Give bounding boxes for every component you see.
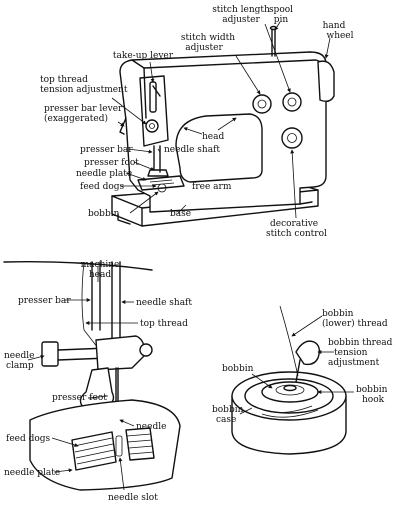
tension-dial — [145, 119, 159, 133]
label-stitch-width-2: adjuster — [185, 43, 223, 53]
label-presser-bar-lever-1: presser bar lever — [44, 104, 123, 114]
label-needle-plate: needle plate — [4, 468, 60, 478]
label-hand-wheel-2: wheel — [326, 31, 353, 41]
label-head: head — [202, 132, 224, 142]
label-feed-dogs-top: feed dogs — [80, 182, 125, 192]
label-bobbin-tension-1: bobbin thread — [328, 338, 393, 348]
label-bobbin-top: bobbin — [88, 209, 120, 219]
bobbin-labels: bobbin (lower) thread bobbin thread tens… — [212, 309, 393, 425]
label-presser-bar-lever-2: (exaggerated) — [44, 113, 108, 124]
label-bobbin-tension-3: adjustment — [328, 358, 380, 368]
label-decorative-1: decorative — [270, 219, 318, 229]
label-bobbin-lower-1: bobbin — [322, 309, 354, 319]
label-bobbin-case-2: case — [216, 415, 236, 425]
label-machine-head-2: head — [89, 270, 111, 280]
hand-wheel — [317, 60, 335, 103]
stitch-width-dial — [252, 94, 272, 114]
label-spool-pin-2: pin — [274, 15, 289, 25]
feed-dogs — [71, 427, 155, 471]
clamp-screw — [139, 343, 153, 357]
needle-detail-illustration — [3, 260, 181, 491]
label-bobbin-tension-2: tension — [334, 348, 368, 358]
label-stitch-length-1: stitch length — [212, 5, 270, 15]
label-bobbin-hook-2: hook — [362, 395, 385, 405]
hand — [295, 340, 321, 366]
needle-clamp — [41, 341, 59, 367]
label-base: base — [170, 209, 191, 219]
label-needle-clamp-1: needle — [4, 351, 34, 361]
top-labels: spool pin stitch length adjuster hand wh… — [40, 5, 354, 239]
label-hand-wheel-1: hand — [323, 21, 346, 31]
label-presser-bar-top: presser bar — [80, 145, 133, 155]
label-feed-dogs: feed dogs — [6, 434, 51, 444]
free-arm-opening — [175, 113, 263, 183]
label-free-arm: free arm — [192, 182, 232, 192]
label-presser-foot: presser foot — [52, 393, 107, 403]
label-needle: needle — [136, 422, 166, 432]
label-needle-plate-top: needle plate — [76, 169, 132, 179]
label-top-thread: top thread — [140, 319, 188, 329]
decorative-stitch-dial — [281, 127, 303, 149]
label-top-thread-tension-2: tension adjustment — [40, 85, 128, 95]
label-stitch-width-1: stitch width — [181, 33, 235, 43]
label-take-up-lever: take-up lever — [113, 51, 174, 61]
label-needle-slot: needle slot — [108, 493, 158, 503]
stitch-length-dial — [282, 92, 302, 112]
label-stitch-length-2: adjuster — [222, 15, 260, 25]
label-bobbin-inset: bobbin — [222, 364, 254, 374]
needle-leader-lines — [27, 266, 138, 491]
label-bobbin-hook-1: bobbin — [356, 385, 388, 395]
label-spool-pin-1: spool — [269, 5, 293, 15]
label-decorative-2: stitch control — [266, 229, 327, 239]
label-presser-bar: presser bar — [18, 296, 71, 306]
label-presser-foot-top: presser foot — [84, 158, 139, 168]
label-bobbin-lower-2: (lower) thread — [322, 318, 388, 329]
label-needle-shaft: needle shaft — [136, 298, 192, 308]
bobbin-leader-lines — [239, 315, 354, 415]
label-machine-head-1: machine — [81, 260, 120, 270]
needle-labels: machine head presser bar needle shaft to… — [4, 260, 192, 503]
bobbin-inset-illustration — [231, 305, 347, 455]
needle-plate — [29, 399, 181, 491]
needle-slot — [115, 435, 123, 457]
top-leader-lines — [111, 21, 331, 219]
label-needle-shaft-top: needle shaft — [164, 145, 220, 155]
label-top-thread-tension-1: top thread — [40, 75, 88, 85]
label-bobbin-case-1: bobbin — [212, 405, 244, 415]
label-needle-clamp-2: clamp — [6, 361, 34, 371]
